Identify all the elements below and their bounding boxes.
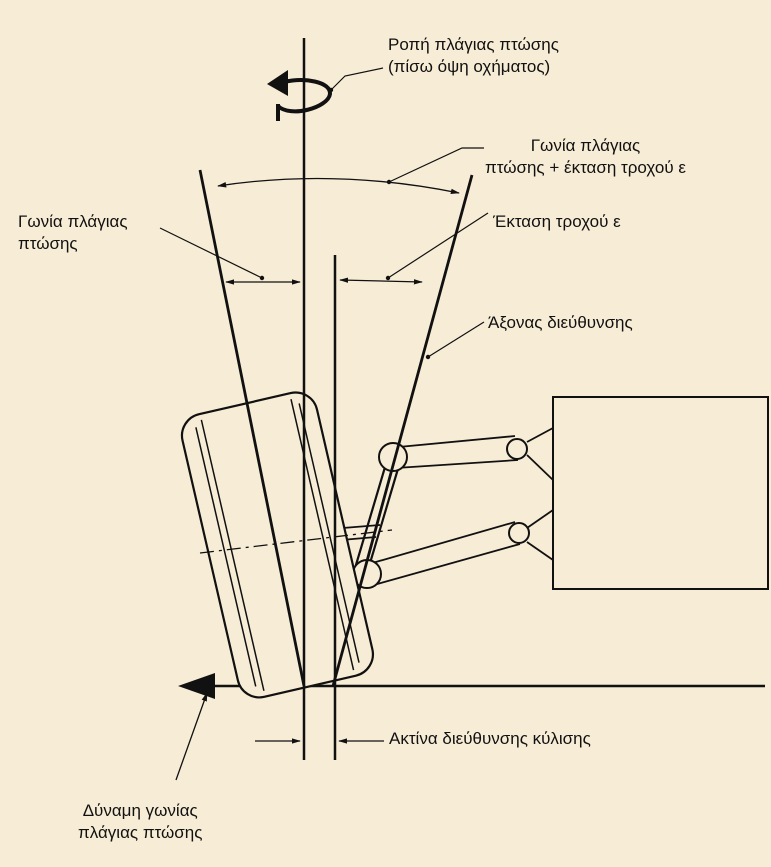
scrub-radius-label: Ακτίνα διεύθυνσης κύλισης: [389, 729, 591, 748]
inclination-angle-arc: [339, 277, 423, 285]
camber-moment-label: Ροπή πλάγιας πτώσης (πίσω όψη οχήματος): [388, 34, 559, 78]
leader-lines: [159, 67, 489, 358]
wheel: [180, 391, 375, 699]
steering-axis-line: [331, 174, 474, 687]
camber-plus-inclination-label: Γωνία πλάγιας πτώσης + έκταση τροχού ε: [485, 135, 686, 179]
moment-rotation-arrow: [276, 78, 332, 114]
ball-joints: [352, 438, 530, 589]
camber-force-line-2: πλάγιας πτώσης: [78, 823, 203, 842]
camber-plus-inclination-line-1: Γωνία πλάγιας: [530, 136, 641, 155]
wheel-centre-line: [199, 529, 393, 554]
wheel-inclination-label: Έκταση τροχού ε: [493, 212, 621, 231]
vehicle-body: [552, 396, 769, 590]
camber-moment-line-2: (πίσω όψη οχήματος): [388, 57, 551, 76]
camber-angle-line-2: πτώσης: [18, 234, 78, 253]
camber-force-line-1: Δύναμη γωνίας: [82, 801, 198, 820]
camber-force-leader: [175, 692, 208, 781]
camber-moment-line-1: Ροπή πλάγιας πτώσης: [388, 35, 559, 54]
leader-dots: [259, 87, 431, 360]
camber-angle-label: Γωνία πλάγιας πτώσης: [18, 211, 128, 255]
steering-axis-label: Άξονας διεύθυνσης: [488, 313, 633, 332]
camber-force-arrow: [178, 673, 215, 699]
camber-angle-line-1: Γωνία πλάγιας: [18, 212, 128, 231]
camber-force-label: Δύναμη γωνίας πλάγιας πτώσης: [78, 800, 202, 844]
moment-arrow-head: [267, 70, 288, 96]
total-angle-arc: [217, 177, 460, 195]
camber-plus-inclination-line-2: πτώσης + έκταση τροχού ε: [485, 158, 686, 177]
